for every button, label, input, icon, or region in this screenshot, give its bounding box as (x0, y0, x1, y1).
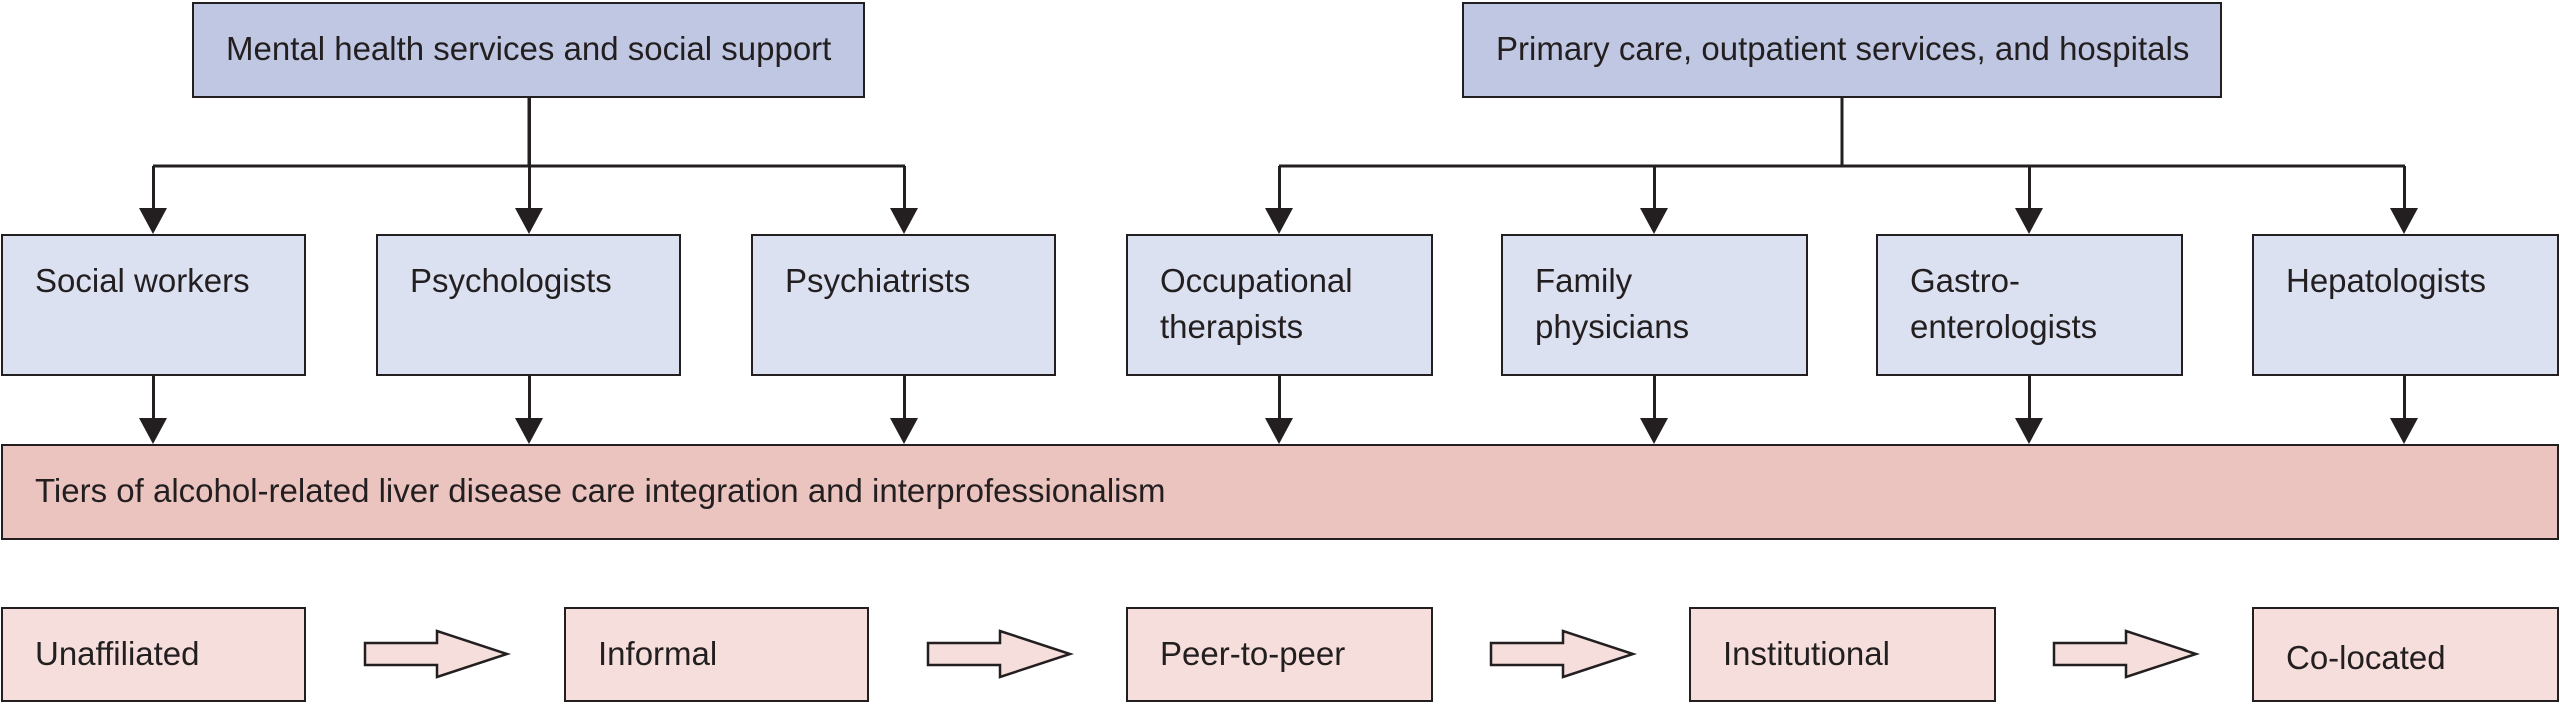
integration-band-label: Tiers of alcohol-related liver disease c… (35, 472, 1166, 509)
tier-unaffiliated-label: Unaffiliated (35, 635, 200, 672)
arrowhead-icon (139, 418, 167, 444)
drop-to-band (2028, 376, 2031, 420)
arrowhead-icon (1640, 418, 1668, 444)
tier-peer-to-peer: Peer-to-peer (1126, 607, 1433, 702)
drop-occupational (1278, 166, 1281, 210)
tier-informal: Informal (564, 607, 869, 702)
arrowhead-icon (139, 208, 167, 234)
tier-co-located: Co-located (2252, 607, 2559, 702)
mental-health-services-box: Mental health services and social suppor… (192, 2, 865, 98)
occupational-therapists-box: Occupational therapists (1126, 234, 1433, 376)
arrowhead-icon (1265, 418, 1293, 444)
psychiatrists-box: Psychiatrists (751, 234, 1056, 376)
tier-peer-to-peer-label: Peer-to-peer (1160, 635, 1346, 672)
arrowhead-icon (2390, 208, 2418, 234)
drop-family (1653, 166, 1656, 210)
drop-psychologists (528, 98, 531, 210)
drop-to-band (152, 376, 155, 420)
right-arrow-icon (363, 629, 512, 679)
psychologists-label: Psychologists (410, 262, 612, 299)
arrowhead-icon (2015, 208, 2043, 234)
arrowhead-icon (515, 208, 543, 234)
arrowhead-icon (890, 208, 918, 234)
drop-to-band (903, 376, 906, 420)
drop-to-band (1653, 376, 1656, 420)
hepatologists-box: Hepatologists (2252, 234, 2559, 376)
tier-co-located-label: Co-located (2286, 639, 2446, 676)
arrowhead-icon (2015, 418, 2043, 444)
occupational-therapists-label: Occupational therapists (1160, 262, 1353, 345)
gastroenterologists-box: Gastro- enterologists (1876, 234, 2183, 376)
tier-institutional-label: Institutional (1723, 635, 1890, 672)
drop-psychiatrists (903, 166, 906, 210)
primary-care-label: Primary care, outpatient services, and h… (1496, 30, 2190, 67)
social-workers-box: Social workers (1, 234, 306, 376)
right-arrow-icon (2052, 629, 2201, 679)
arrowhead-icon (1640, 208, 1668, 234)
primary-care-box: Primary care, outpatient services, and h… (1462, 2, 2222, 98)
social-workers-label: Social workers (35, 262, 250, 299)
tier-institutional: Institutional (1689, 607, 1996, 702)
drop-to-band (2403, 376, 2406, 420)
drop-to-band (528, 376, 531, 420)
drop-to-band (1278, 376, 1281, 420)
family-physicians-box: Family physicians (1501, 234, 1808, 376)
arrowhead-icon (2390, 418, 2418, 444)
psychiatrists-label: Psychiatrists (785, 262, 971, 299)
arrowhead-icon (515, 418, 543, 444)
psychologists-box: Psychologists (376, 234, 681, 376)
right-arrow-icon (926, 629, 1075, 679)
tier-informal-label: Informal (598, 635, 718, 672)
hepatologists-label: Hepatologists (2286, 262, 2486, 299)
right-arrow-icon (1489, 629, 1638, 679)
drop-social-workers (152, 166, 155, 210)
arrowhead-icon (1265, 208, 1293, 234)
mental-health-services-label: Mental health services and social suppor… (226, 30, 832, 67)
arrowhead-icon (890, 418, 918, 444)
tier-unaffiliated: Unaffiliated (1, 607, 306, 702)
drop-gastro (2028, 166, 2031, 210)
gastroenterologists-label: Gastro- enterologists (1910, 262, 2098, 345)
family-physicians-label: Family physicians (1535, 262, 1690, 345)
drop-hepato (2403, 166, 2406, 210)
integration-band: Tiers of alcohol-related liver disease c… (1, 444, 2559, 540)
